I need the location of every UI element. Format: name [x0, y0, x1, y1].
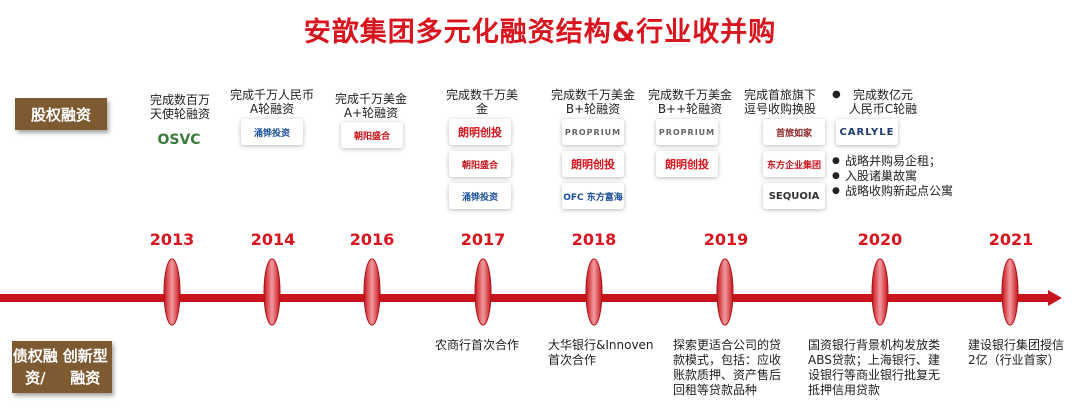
- bullet-dot-icon: ●: [832, 89, 841, 100]
- year-2018: 2018: [571, 230, 617, 249]
- yonghua-logo: 涌铧投资: [241, 119, 303, 145]
- yonghua-logo-2017: 涌铧投资: [449, 183, 511, 209]
- langming-logo: 朗明创投: [449, 119, 511, 145]
- year-2020: 2020: [857, 230, 903, 249]
- milestone-2020: ● 完成数亿元人民币C轮融: [832, 88, 918, 116]
- equity-financing-label: 股权融资: [15, 98, 107, 130]
- debt-2017: 农商行首次合作: [435, 338, 520, 352]
- timeline-marker: [1001, 258, 1019, 326]
- milestone-2017: 完成数千万美金: [445, 88, 518, 116]
- year-2013: 2013: [149, 230, 195, 249]
- langming-logo-2018: 朗明创投: [562, 151, 624, 177]
- timeline-marker: [474, 258, 492, 326]
- ofc-logo: OFC 东方富海: [562, 183, 624, 209]
- debt-financing-label: 债权融资/ 创新型融资: [12, 341, 112, 393]
- bullet-item: 入股诸巢故寓: [832, 169, 953, 184]
- sequoia-logo: SEQUOIA: [763, 183, 825, 209]
- chaoyang-logo: 朝阳盛合: [341, 122, 403, 148]
- milestone-2013: 完成数百万天使轮融资: [149, 93, 210, 121]
- timeline-bar: [0, 294, 1050, 302]
- timeline-marker: [163, 258, 181, 326]
- bullet-item: 战略收购新起点公寓: [832, 184, 953, 199]
- year-2017: 2017: [460, 230, 506, 249]
- page-title: 安歆集团多元化融资结构&行业收并购: [303, 17, 777, 48]
- chaoyang-logo-2017: 朝阳盛合: [449, 151, 511, 177]
- year-2014: 2014: [250, 230, 296, 249]
- timeline-marker: [263, 258, 281, 326]
- debt-label-line2: 创新型融资: [62, 347, 108, 387]
- timeline-marker: [716, 258, 734, 326]
- milestone-2019-acquisition: 完成首旅旗下逗号收购换股: [743, 88, 816, 116]
- timeline-marker: [363, 258, 381, 326]
- timeline-arrowhead: [1048, 290, 1062, 306]
- timeline-marker: [585, 258, 603, 326]
- debt-label-line1: 债权融资/: [12, 347, 58, 387]
- carlyle-logo: CARLYLE: [836, 119, 898, 145]
- bullet-item: 战略并购易企租；: [832, 154, 953, 169]
- proprium-logo: PROPRIUM: [562, 119, 624, 145]
- year-2016: 2016: [349, 230, 395, 249]
- timeline-markers: [163, 258, 1019, 326]
- proprium-logo-2019: PROPRIUM: [656, 119, 718, 145]
- osvc-logo: OSVC: [148, 127, 210, 153]
- debt-2019: 探索更适合公司的贷款模式，包括：应收账款质押、资产售后回租等贷款品种: [673, 338, 782, 397]
- year-2019: 2019: [703, 230, 749, 249]
- year-2021: 2021: [988, 230, 1034, 249]
- timeline-arrow: [0, 258, 1062, 326]
- dongfang-logo: 东方企业集团: [763, 151, 825, 177]
- acquisition-bullets: 战略并购易企租； 入股诸巢故寓 战略收购新起点公寓: [832, 154, 953, 199]
- langming-logo-2019: 朗明创投: [656, 151, 718, 177]
- timeline-marker: [871, 258, 889, 326]
- shoulv-rujia-logo: 首旅如家: [763, 119, 825, 145]
